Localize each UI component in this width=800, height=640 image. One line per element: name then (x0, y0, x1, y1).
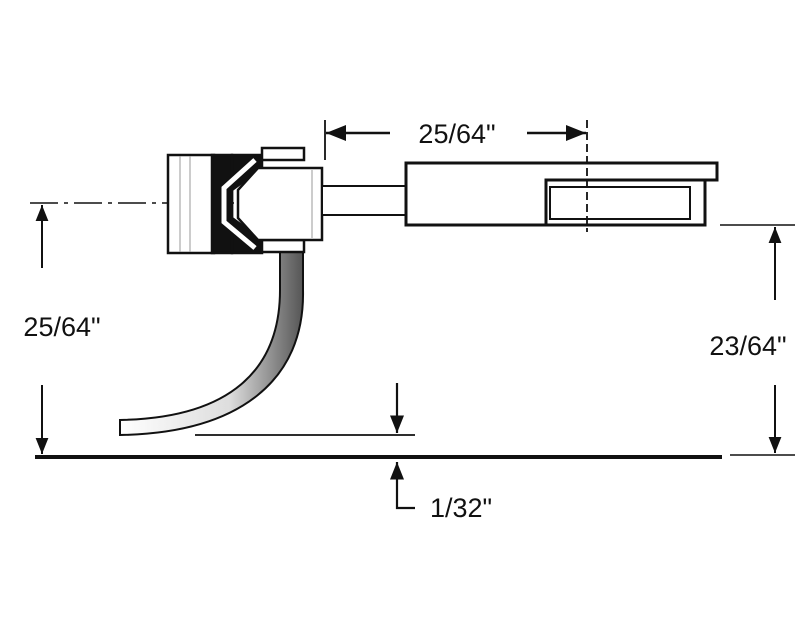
draft-gear-box (404, 161, 719, 227)
trip-pin (119, 249, 305, 437)
shank (321, 185, 408, 216)
pin-clearance-dimension (195, 383, 415, 510)
right-dimension (720, 224, 795, 456)
left-dimension-label: 25/64" (23, 312, 100, 342)
pin-clearance-label: 1/32" (430, 493, 492, 523)
right-dimension-label: 23/64" (709, 331, 786, 361)
coupler-head (166, 146, 324, 255)
top-dimension-label: 25/64" (418, 119, 495, 149)
top-dimension (324, 120, 588, 232)
